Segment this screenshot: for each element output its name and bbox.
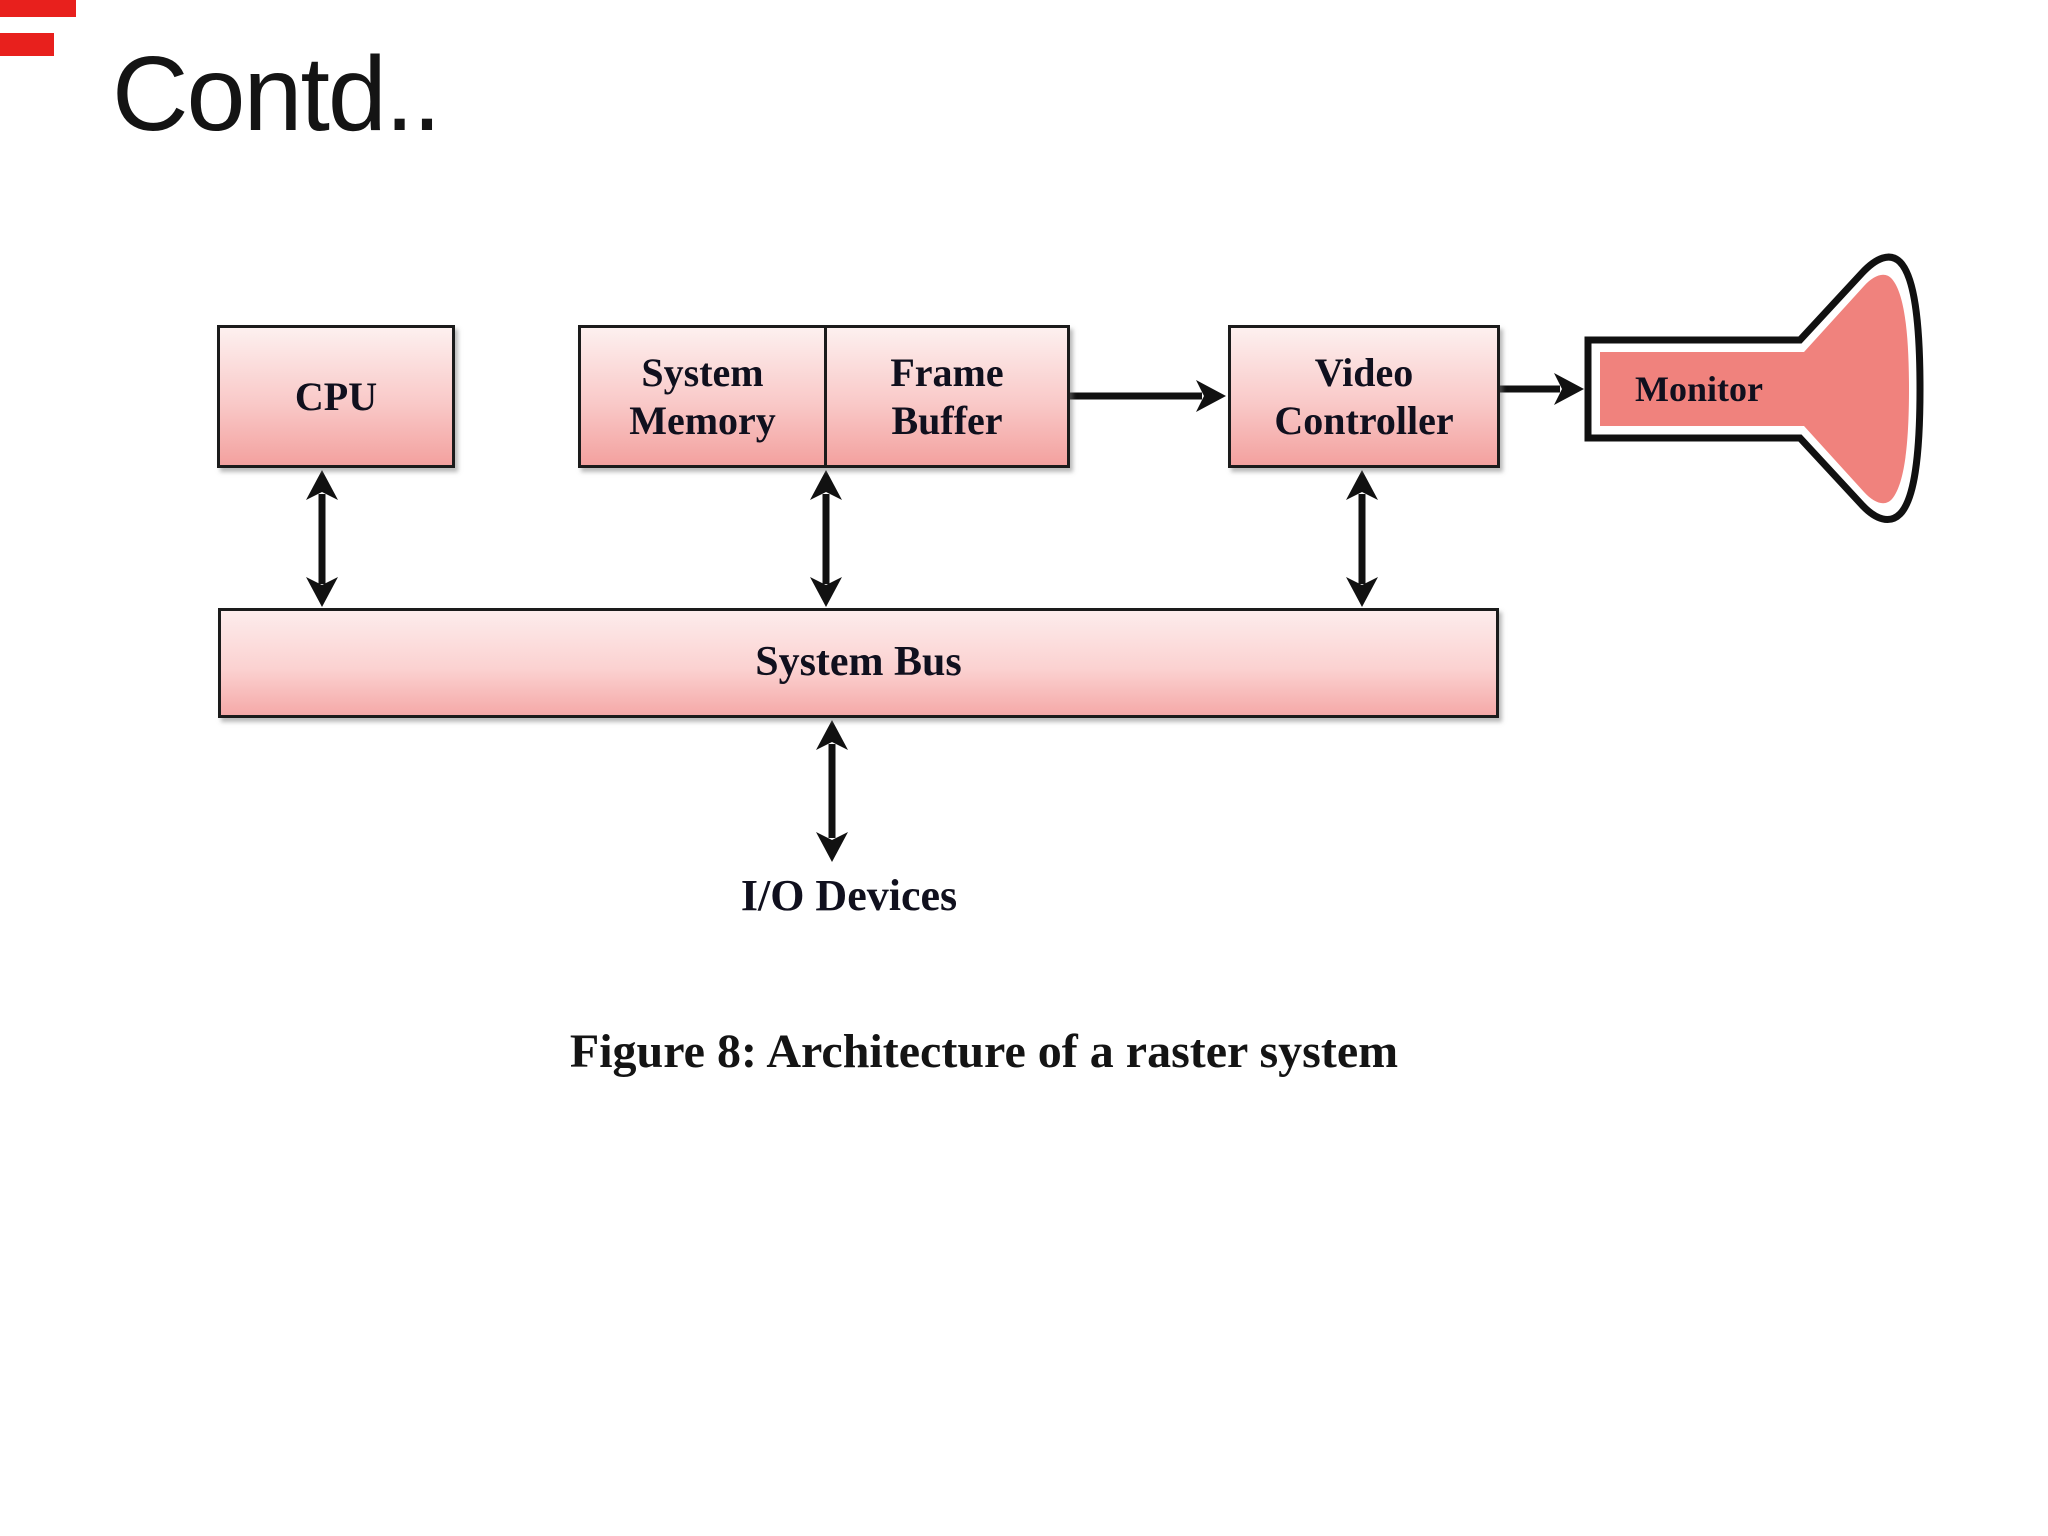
figure-caption: Figure 8: Architecture of a raster syste…	[569, 1025, 1399, 1078]
system-bus-box: System Bus	[218, 608, 1499, 718]
video-controller-label: Video Controller	[1274, 350, 1454, 443]
memory-framebuffer-box: System Memory Frame Buffer	[578, 325, 1070, 468]
system-memory-label: System Memory	[629, 350, 776, 443]
frame-buffer-label: Frame Buffer	[890, 350, 1004, 443]
arrow-vc-bus	[1346, 470, 1378, 607]
system-bus-label: System Bus	[755, 639, 962, 686]
cpu-label: CPU	[294, 373, 378, 419]
video-controller-box: Video Controller	[1228, 325, 1500, 468]
arrow-cpu-bus	[306, 470, 338, 607]
corner-artifact-mark-2	[0, 33, 54, 56]
arrow-bus-io	[816, 720, 848, 862]
frame-buffer-cell: Frame Buffer	[824, 328, 1067, 465]
io-devices-label: I/O Devices	[740, 871, 958, 920]
cpu-box: CPU	[217, 325, 455, 468]
slide-title: Contd..	[112, 35, 442, 153]
arrow-vc-monitor	[1500, 373, 1584, 405]
corner-artifact-mark-1	[0, 0, 76, 17]
arrow-membuf-bus	[810, 470, 842, 607]
arrow-fb-vc	[1070, 380, 1226, 412]
monitor-label: Monitor	[1635, 369, 1763, 409]
monitor-shape-fill	[1600, 274, 1909, 504]
system-memory-cell: System Memory	[581, 328, 824, 465]
